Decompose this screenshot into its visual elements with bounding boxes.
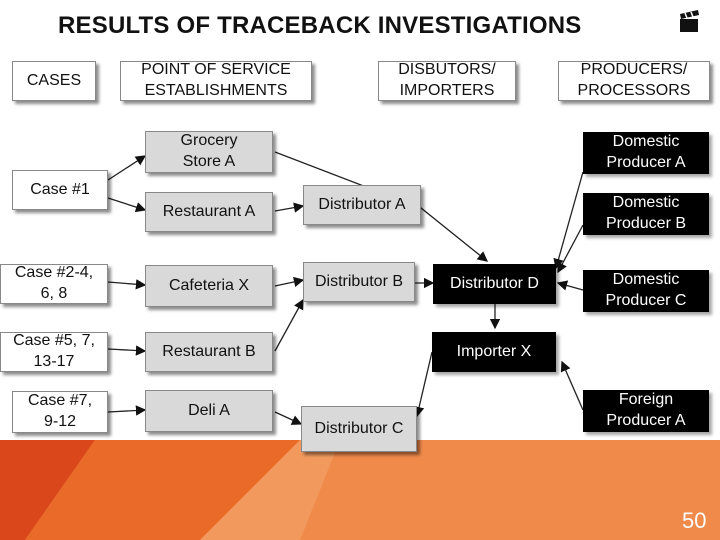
case-5-7-13-17: Case #5, 7, 13-17: [0, 332, 108, 372]
case-2-4-6-8: Case #2-4, 6, 8: [0, 264, 108, 304]
distributor-d: Distributor D: [433, 264, 556, 304]
edge-case3-restaurant-b: [107, 345, 147, 356]
domestic-producer-c: Domestic Producer C: [583, 270, 709, 312]
header-distributors: DISBUTORS/ IMPORTERS: [378, 61, 516, 101]
edge-importer-dist-c: [414, 351, 433, 418]
edge-restaurant-a-dist-a: [274, 202, 305, 213]
edge-case2-cafeteria: [107, 279, 147, 290]
edge-case4-deli: [107, 405, 147, 416]
edge-dom-a-dist-d: [553, 171, 584, 270]
distributor-a: Distributor A: [303, 185, 421, 225]
cafeteria-x: Cafeteria X: [145, 265, 273, 307]
header-cases: CASES: [12, 61, 96, 101]
edge-cafeteria-dist-b: [274, 276, 305, 287]
slide-number: 50: [682, 508, 707, 533]
edge-restaurant-b-dist-b: [274, 298, 304, 352]
band-shape-dark: [25, 440, 300, 540]
edge-case1-restaurant-a: [107, 197, 147, 213]
distributor-b: Distributor B: [303, 262, 415, 302]
header-point-of-service: POINT OF SERVICE ESTABLISHMENTS: [120, 61, 312, 101]
edge-dom-c-dist-d: [556, 280, 584, 291]
band-shape-light: [200, 440, 340, 540]
edge-deli-dist-c: [274, 411, 303, 425]
case-1: Case #1: [12, 170, 108, 210]
foreign-producer-a: Foreign Producer A: [583, 390, 709, 432]
restaurant-a: Restaurant A: [145, 192, 273, 232]
page-title: RESULTS OF TRACEBACK INVESTIGATIONS: [58, 12, 582, 39]
edge-grocery-dist-d: [274, 151, 489, 262]
deli-a: Deli A: [145, 390, 273, 432]
domestic-producer-a: Domestic Producer A: [583, 132, 709, 174]
band-shape-red: [0, 440, 95, 540]
restaurant-b: Restaurant B: [145, 332, 273, 372]
edge-foreign-importer: [560, 360, 584, 411]
clapperboard-icon: [680, 10, 699, 32]
domestic-producer-b: Domestic Producer B: [583, 193, 709, 235]
header-producers: PRODUCERS/ PROCESSORS: [558, 61, 710, 101]
grocery-store-a: Grocery Store A: [145, 131, 273, 173]
edge-dom-b-dist-d: [557, 224, 584, 274]
distributor-c: Distributor C: [301, 406, 417, 452]
importer-x: Importer X: [432, 332, 556, 372]
case-7-9-12: Case #7, 9-12: [12, 391, 108, 433]
edge-case1-grocery: [107, 155, 147, 181]
